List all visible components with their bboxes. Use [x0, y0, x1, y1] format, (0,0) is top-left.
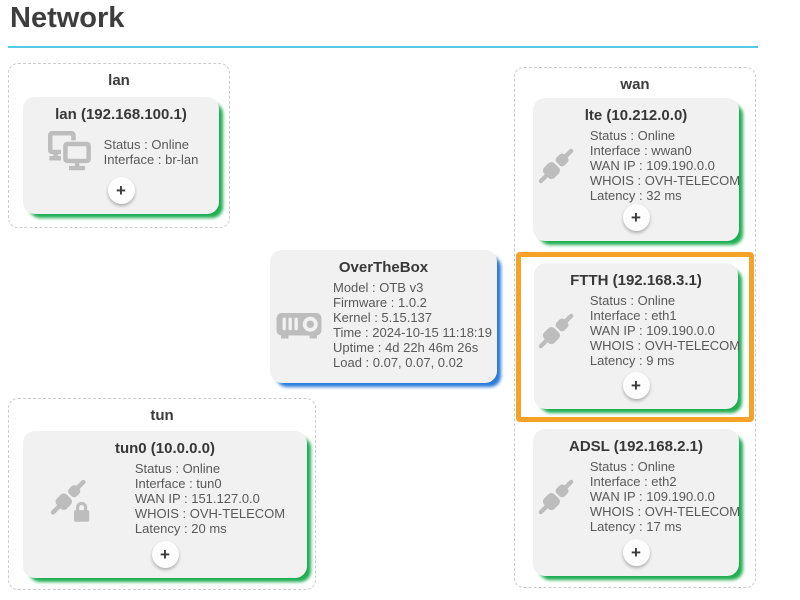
router-box-icon — [275, 305, 323, 345]
status-line: Status : Online — [589, 128, 676, 143]
lan-devices-icon — [44, 127, 94, 177]
card-tun0-info: Status : Online Interface : tun0 WAN IP … — [135, 461, 285, 536]
card-ftth-info: Status : Online Interface : eth1 WAN IP … — [590, 293, 740, 368]
card-tun0[interactable]: tun0 (10.0.0.0) — [23, 431, 307, 578]
card-ftth[interactable]: FTTH (192.168.3.1) Sta — [532, 263, 740, 409]
card-overthebox-info: Model : OTB v3 Firmware : 1.0.2 Kernel :… — [333, 280, 492, 370]
card-adsl-info: Status : Online Interface : eth2 WAN IP … — [590, 459, 740, 534]
status-line: Status : Online — [134, 461, 221, 476]
uptime-line: Uptime : 4d 22h 46m 26s — [333, 340, 479, 355]
card-lte-add-button[interactable]: + — [622, 204, 650, 231]
latency-line: Latency : 17 ms — [589, 519, 682, 534]
group-wan: wan lte (10.212.0.0) Status : Online — [514, 67, 756, 588]
group-tun-label: tun — [150, 407, 174, 424]
wan-ip-line: WAN IP : 109.190.0.0 — [589, 489, 715, 504]
card-adsl-add-button[interactable]: + — [622, 539, 650, 566]
whois-line: WHOIS : OVH-TELECOM — [134, 506, 286, 521]
card-lte-title: lte (10.212.0.0) — [584, 107, 688, 124]
status-line: Status : Online — [589, 459, 676, 474]
group-wan-label: wan — [620, 76, 650, 93]
whois-line: WHOIS : OVH-TELECOM — [589, 338, 741, 353]
status-line: Status : Online — [589, 293, 676, 308]
card-adsl[interactable]: ADSL (192.168.2.1) Status : Online Int — [532, 429, 740, 576]
card-lan-info: Status : Online Interface : br-lan — [104, 137, 199, 167]
card-lan-title: lan (192.168.100.1) — [55, 106, 187, 123]
card-overthebox-title: OverTheBox — [338, 259, 429, 276]
secure-tunnel-plug-icon — [45, 474, 95, 524]
card-overthebox[interactable]: OverTheBox Model : OTB v3 Firmware : 1.0… — [270, 250, 497, 383]
interface-line: Interface : wwan0 — [589, 143, 692, 158]
ftth-highlight-box: FTTH (192.168.3.1) Sta — [516, 252, 754, 422]
wan-ip-line: WAN IP : 109.190.0.0 — [589, 323, 715, 338]
plug-connector-icon — [532, 142, 580, 190]
whois-line: WHOIS : OVH-TELECOM — [589, 504, 741, 519]
card-tun0-title: tun0 (10.0.0.0) — [114, 440, 216, 457]
wan-ip-line: WAN IP : 109.190.0.0 — [589, 158, 715, 173]
interface-line: Interface : eth1 — [589, 308, 677, 323]
time-line: Time : 2024-10-15 11:18:19 — [333, 325, 492, 340]
group-lan: lan lan (192.168.100.1) Status : — [8, 63, 230, 228]
interface-line: Interface : eth2 — [589, 474, 677, 489]
interface-line: Interface : tun0 — [134, 476, 222, 491]
model-line: Model : OTB v3 — [333, 280, 424, 295]
latency-line: Latency : 32 ms — [589, 188, 682, 203]
card-lte[interactable]: lte (10.212.0.0) Status : Online Inter — [532, 98, 740, 241]
card-ftth-add-button[interactable]: + — [622, 372, 650, 399]
title-divider — [8, 46, 758, 48]
firmware-line: Firmware : 1.0.2 — [333, 295, 427, 310]
card-adsl-title: ADSL (192.168.2.1) — [569, 438, 703, 455]
latency-line: Latency : 9 ms — [589, 353, 675, 368]
card-lan[interactable]: lan (192.168.100.1) Status : Online — [23, 97, 219, 214]
card-lan-add-button[interactable]: + — [107, 177, 135, 204]
wan-ip-line: WAN IP : 151.127.0.0 — [134, 491, 260, 506]
interface-line: Interface : br-lan — [103, 152, 199, 167]
card-ftth-title: FTTH (192.168.3.1) — [570, 272, 702, 289]
plug-connector-icon — [532, 307, 580, 355]
card-tun0-add-button[interactable]: + — [151, 541, 179, 568]
kernel-line: Kernel : 5.15.137 — [333, 310, 433, 325]
group-lan-label: lan — [108, 72, 130, 89]
page-title: Network — [10, 2, 125, 34]
status-line: Status : Online — [103, 137, 189, 152]
load-line: Load : 0.07, 0.07, 0.02 — [333, 355, 464, 370]
group-tun: tun tun0 (10.0.0.0) — [8, 398, 316, 590]
plug-connector-icon — [532, 473, 580, 521]
whois-line: WHOIS : OVH-TELECOM — [589, 173, 741, 188]
card-lte-info: Status : Online Interface : wwan0 WAN IP… — [590, 128, 740, 203]
latency-line: Latency : 20 ms — [134, 521, 227, 536]
